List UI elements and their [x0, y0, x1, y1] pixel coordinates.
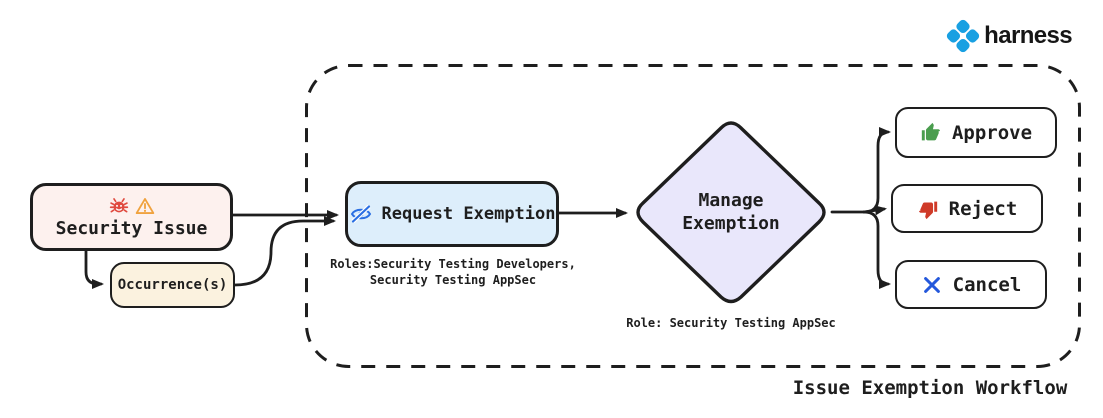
workflow-title: Issue Exemption Workflow — [792, 377, 1068, 399]
thumbs-down-icon — [917, 198, 939, 220]
warning-icon — [135, 196, 155, 216]
roles-caption-line1: Roles:Security Testing Developers, — [330, 257, 576, 271]
request-exemption-roles-caption: Roles:Security Testing Developers, Secur… — [322, 257, 584, 288]
roles-caption-line2: Security Testing AppSec — [369, 272, 537, 287]
brand-name: harness — [984, 22, 1072, 49]
connector-security-to-occurrence — [84, 249, 104, 289]
connector-manage-to-approve — [862, 127, 891, 214]
request-exemption-label: Request Exemption — [381, 204, 556, 224]
connector-occurrence-to-request — [233, 216, 336, 287]
x-icon — [921, 274, 943, 296]
harness-logo-icon — [945, 18, 981, 54]
manage-exemption-role-caption: Role: Security Testing AppSec — [626, 316, 836, 330]
node-occurrence: Occurrence(s) — [110, 262, 235, 308]
occurrence-label: Occurrence(s) — [117, 277, 228, 293]
cancel-label: Cancel — [952, 273, 1022, 296]
security-issue-icons — [109, 196, 155, 216]
security-issue-label: Security Issue — [55, 217, 208, 239]
thumbs-up-icon — [920, 122, 942, 144]
node-cancel: Cancel — [895, 260, 1047, 309]
approve-label: Approve — [951, 121, 1033, 144]
manage-exemption-label: Manage Exemption — [682, 190, 780, 234]
eye-off-icon — [349, 202, 373, 226]
node-request-exemption: Request Exemption — [345, 181, 559, 247]
node-approve: Approve — [895, 107, 1057, 158]
brand: harness — [945, 18, 1073, 54]
connector-manage-to-cancel — [862, 210, 891, 289]
node-reject: Reject — [891, 184, 1043, 233]
node-security-issue: Security Issue — [30, 183, 233, 251]
manage-exemption-diamond — [636, 121, 826, 304]
bug-icon — [109, 196, 129, 216]
reject-label: Reject — [948, 197, 1018, 220]
